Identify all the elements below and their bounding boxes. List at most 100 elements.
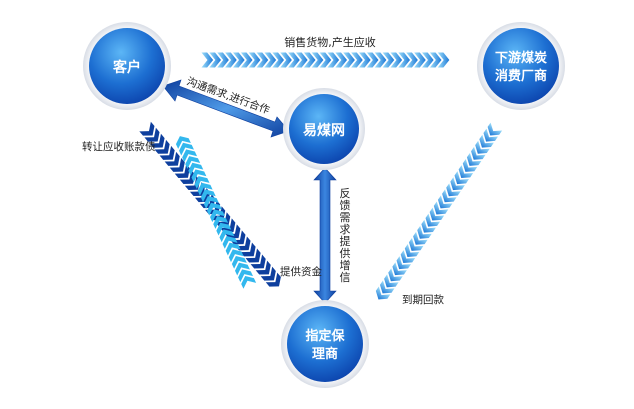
customer-label: 客户 <box>112 59 141 76</box>
chevron-mark <box>225 52 237 68</box>
chevron-mark <box>191 169 207 183</box>
sales-chevron-arrow <box>201 52 450 68</box>
chevron-mark <box>392 262 407 276</box>
feedback-char: 信 <box>340 271 351 284</box>
chevron-mark <box>201 52 214 68</box>
chevron-mark <box>265 272 281 287</box>
chevron-mark <box>319 52 332 68</box>
chevron-mark <box>260 266 276 281</box>
chevron-mark <box>248 52 261 68</box>
chevron-mark <box>396 256 412 270</box>
chevron-mark <box>207 202 222 216</box>
funding-chevron-arrow <box>175 136 257 289</box>
chevron-mark <box>210 209 226 223</box>
downstream-label-line1: 下游煤炭 <box>495 50 547 66</box>
chevron-mark <box>245 248 261 263</box>
chevron-mark <box>216 222 232 236</box>
chevron-mark <box>408 237 424 251</box>
feedback-char: 求 <box>340 223 351 236</box>
chevron-mark <box>215 212 231 227</box>
chevron-mark <box>343 52 355 68</box>
chevron-mark <box>144 127 160 142</box>
chevron-mark <box>203 196 219 209</box>
chevron-mark <box>185 156 201 169</box>
chevron-mark <box>213 216 229 229</box>
chevron-mark <box>303 52 316 68</box>
chevron-mark <box>429 52 442 68</box>
customer-node[interactable]: 客户 <box>83 22 171 110</box>
chevron-mark <box>458 165 474 179</box>
chevron-mark <box>429 207 445 221</box>
sales-edge-label: 销售货物,产生应收 <box>284 35 376 49</box>
chevron-mark <box>471 146 486 160</box>
chevron-mark <box>228 249 244 263</box>
chevron-mark <box>296 52 308 68</box>
platform-label: 易煤网 <box>303 122 345 139</box>
chevron-mark <box>479 134 494 148</box>
chevron-mark <box>234 262 250 276</box>
downstream-node[interactable]: 下游煤炭 消费厂商 <box>477 22 565 110</box>
chevron-mark <box>188 162 204 176</box>
feedback-double-arrow <box>313 167 337 304</box>
platform-node[interactable]: 易煤网 <box>283 88 365 170</box>
feedback-char: 反 <box>340 187 351 200</box>
chevron-mark <box>219 229 235 243</box>
chevron-mark <box>174 163 190 178</box>
chevron-mark <box>466 152 482 166</box>
chevron-mark <box>335 52 348 68</box>
chevron-mark <box>382 52 395 68</box>
chevron-mark <box>390 52 403 68</box>
chevron-mark <box>225 242 241 256</box>
chevron-mark <box>169 157 185 172</box>
chevron-mark <box>487 122 503 136</box>
chevron-mark <box>404 244 420 257</box>
chevron-mark <box>149 133 165 148</box>
chevron-mark <box>264 52 277 68</box>
chevron-mark <box>437 195 453 209</box>
chevron-mark <box>220 218 236 233</box>
chevron-mark <box>233 52 245 68</box>
chevron-mark <box>433 201 449 215</box>
transfer-edge-label: 转让应收账款债 <box>82 140 156 153</box>
chevron-mark <box>379 280 395 294</box>
chevron-mark <box>217 52 229 68</box>
chevron-mark <box>406 52 418 68</box>
chevron-mark <box>400 250 416 264</box>
feedback-edge-label: 反 馈 需 求 提 供 增 信 <box>340 187 351 284</box>
chevron-mark <box>359 52 371 68</box>
chevron-mark <box>179 142 194 156</box>
chevron-mark <box>437 52 450 68</box>
feedback-char: 供 <box>340 246 351 260</box>
chevron-mark <box>311 52 324 68</box>
chevron-mark <box>450 177 465 191</box>
funding-edge-label: 提供资金 <box>280 265 322 278</box>
chevron-mark <box>154 139 170 154</box>
chevron-mark <box>414 52 426 68</box>
feedback-char: 需 <box>340 211 351 224</box>
factor-node[interactable]: 指定保 理商 <box>281 300 369 388</box>
chevron-mark <box>462 159 478 172</box>
chevron-mark <box>388 268 403 282</box>
feedback-char: 馈 <box>340 199 351 212</box>
chevron-mark <box>159 145 175 160</box>
chevron-mark <box>425 213 441 227</box>
chevron-mark <box>288 52 300 68</box>
chevron-mark <box>475 140 490 154</box>
chevron-mark <box>384 274 399 288</box>
chevron-mark <box>182 149 198 163</box>
chevron-mark <box>398 52 411 68</box>
chevron-mark <box>200 189 216 203</box>
chevron-mark <box>238 269 254 283</box>
chevron-mark <box>139 121 155 136</box>
chevron-mark <box>209 52 222 68</box>
chevron-mark <box>240 242 256 257</box>
chevron-mark <box>256 52 269 68</box>
chevron-mark <box>454 171 470 185</box>
chevron-mark <box>175 136 191 149</box>
chevron-mark <box>197 182 213 196</box>
chevron-mark <box>280 52 292 68</box>
chevron-mark <box>422 52 434 68</box>
feedback-char: 增 <box>340 258 351 272</box>
chevron-mark <box>446 183 461 197</box>
